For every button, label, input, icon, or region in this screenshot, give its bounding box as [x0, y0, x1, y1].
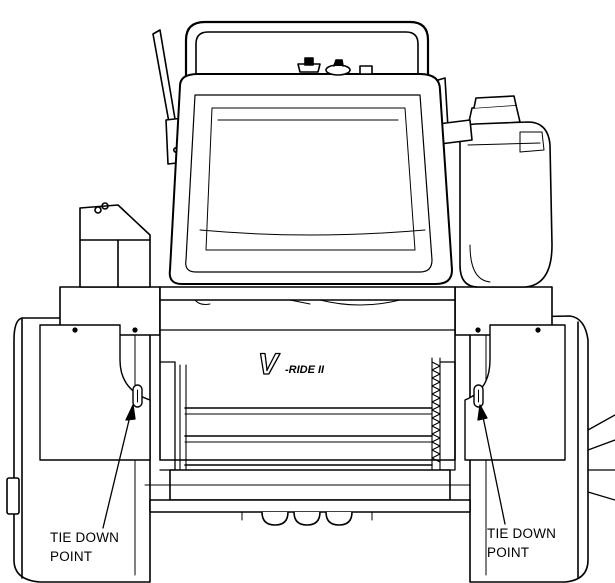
rear-platform	[144, 407, 471, 526]
logo-text: -RIDE II	[285, 364, 325, 376]
leader-line-left	[102, 404, 136, 529]
leader-line-right	[477, 404, 506, 525]
callout-left-tie-down-point: TIE DOWN POINT	[50, 528, 119, 566]
callout-left-line2: POINT	[50, 549, 93, 564]
tie-down-slot-right	[473, 384, 484, 408]
left-fender	[39, 286, 161, 461]
left-hopper-box	[79, 202, 151, 288]
logo-mark: V	[258, 348, 281, 381]
rollover-loop	[184, 20, 430, 94]
tie-down-slot-left	[132, 384, 143, 408]
rear-body	[159, 286, 456, 471]
springs	[179, 357, 441, 471]
seat	[168, 57, 453, 285]
brand-logo: V -RIDE II	[257, 347, 325, 381]
callout-left-line1: TIE DOWN	[50, 530, 120, 545]
callout-right-line1: TIE DOWN	[487, 526, 557, 541]
right-fender	[454, 286, 566, 461]
callout-right-tie-down-point: TIE DOWN POINT	[487, 524, 556, 562]
callout-right-line2: POINT	[487, 545, 530, 560]
